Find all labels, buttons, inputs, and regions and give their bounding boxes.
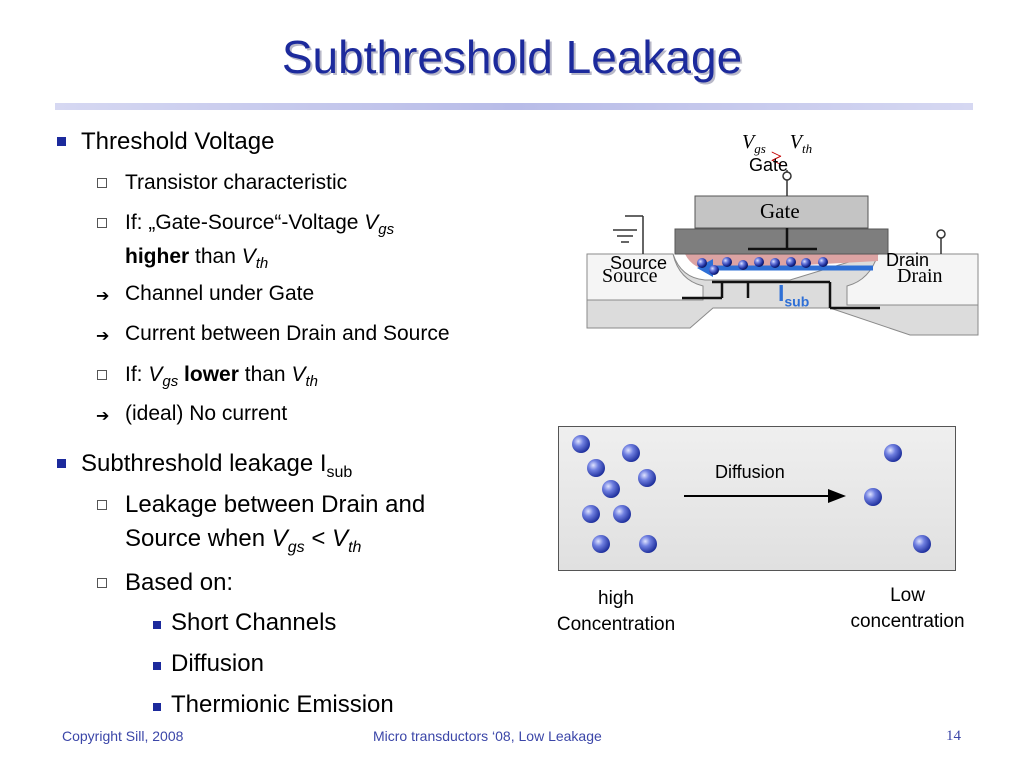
bullet-current-drain-source: Current between Drain and Source [125,322,450,345]
text-part: than [189,245,242,269]
text-part: lower [184,363,239,386]
text-part: sub [784,293,810,310]
text-part: I [778,280,785,306]
bullet-transistor-characteristic: Transistor characteristic [125,171,348,194]
bullet-subthreshold-leakage: Subthreshold leakage Isub [81,449,352,487]
mosfet-diagram [585,130,985,345]
bullet-short-channels: Short Channels [171,609,337,636]
particle [639,535,657,553]
arrow-bullet-icon: ➔ [96,328,110,345]
source-label: Source [610,253,668,273]
source-well [586,253,704,301]
text-part: higher [125,245,190,269]
mosfet-symbol [682,228,880,310]
gate-block [694,195,869,229]
particle [613,505,631,523]
arrow-bullet-icon: ➔ [96,288,110,305]
bullet-marker [57,137,66,146]
text-part: gs [287,538,305,556]
bullet-marker [57,459,66,468]
source-label-serif: Source [602,265,658,287]
isub-arrowhead-icon [697,259,713,277]
text-part: Subthreshold leakage I [81,450,327,477]
particle [638,469,656,487]
title-divider [55,103,973,110]
text-part: If: „Gate-Source“-Voltage [125,211,365,234]
gate-label: Gate [749,155,789,175]
gate-block-label: Gate [760,199,800,223]
channel-electrons [697,257,828,275]
text-part: V [241,245,256,269]
drain-terminal-icon [936,229,946,239]
text-part: V [364,211,379,234]
text-part: V [742,131,755,153]
text-part: high [598,588,634,609]
diffusion-label: Diffusion [715,462,785,482]
text-part: V [291,363,306,386]
text-part: sub [326,463,353,481]
low-concentration-caption: Low concentration [830,583,985,635]
sub-bullet-box [97,578,107,588]
vgs-vth-relation: Vgs > < Vth [742,131,813,172]
bullet-marker [153,703,161,711]
drain-label-serif: Drain [897,265,943,287]
text-part: V [148,363,163,386]
sub-bullet-box [97,370,107,380]
text-part: > [770,146,783,168]
text-part: th [348,538,362,556]
ground-icon [613,215,644,254]
sub-bullet-box [97,500,107,510]
bullet-based-on: Based on: [125,569,234,596]
page-number: 14 [946,728,961,744]
text-part: Low [890,585,925,606]
text-part: th [305,373,318,391]
text-part: V [789,131,802,153]
text-part: V [332,525,349,552]
text-part: If: [125,363,149,386]
particle [572,435,590,453]
sub-bullet-box [97,218,107,228]
text-part: gs [378,221,395,239]
particle [864,488,882,506]
text-part: concentration [850,611,965,632]
particle [592,535,610,553]
slide-title: Subthreshold Leakage [281,31,743,83]
particle [582,505,600,523]
bullet-threshold-voltage: Threshold Voltage [81,128,275,155]
text-part: than [238,363,292,386]
particle [587,459,605,477]
particle [622,444,640,462]
sub-bullet-box [97,178,107,188]
gate-terminal-icon [782,171,792,181]
text-part: gs [754,141,766,156]
text-part: < [304,525,333,552]
bullet-if-vgs-higher: If: „Gate-Source“-Voltage Vgs higher tha… [125,209,485,277]
particle [884,444,902,462]
bullet-diffusion: Diffusion [171,650,264,677]
text-part: < [770,150,783,172]
particle [602,480,620,498]
particle [913,535,931,553]
arrow-bullet-icon: ➔ [96,408,110,425]
bullet-thermionic-emission: Thermionic Emission [171,691,394,718]
bullet-channel-under-gate: Channel under Gate [125,282,315,305]
footer-copyright: Copyright Sill, 2008 [62,728,184,744]
bullet-no-current: (ideal) No current [125,402,288,425]
isub-label: Isub [778,280,809,310]
footer-course: Micro transductors ‘08, Low Leakage [373,728,602,744]
text-part: Leakage between Drain and [125,491,426,518]
bullet-if-vgs-lower: If: Vgs lower than Vth [125,361,318,395]
text-part: gs [162,373,179,391]
text-part: V [271,525,288,552]
high-concentration-caption: high Concentration [534,586,698,638]
text-part: Concentration [556,614,676,635]
text-part: th [255,255,269,273]
diffusion-arrow-icon [684,489,846,503]
text-part: Source when [125,525,272,552]
drain-label: Drain [886,250,930,270]
bullet-marker [153,621,161,629]
text-part: th [802,141,813,156]
bullet-marker [153,662,161,670]
bullet-leakage-when: Leakage between Drain and Source when Vg… [125,488,525,565]
